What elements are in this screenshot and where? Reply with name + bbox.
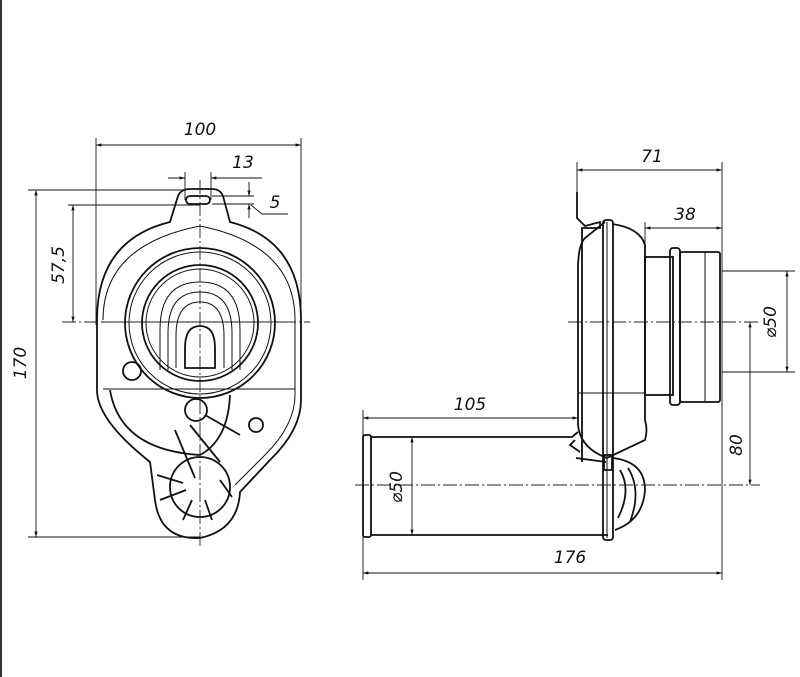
dim-inlet-length-label: 105: [454, 395, 486, 415]
front-view: 100 13 5 170 57,5: [11, 120, 310, 548]
seal-ring: [602, 219, 614, 541]
trap-body-outline: [96, 188, 302, 539]
frame-edge: [0, 0, 2, 677]
dim-width-label: 100: [184, 120, 216, 140]
mounting-slot: [185, 195, 211, 205]
inlet-pipe: [371, 431, 608, 536]
outlet-body: [644, 256, 674, 396]
dim-inlet-diameter-label: ⌀50: [387, 471, 407, 503]
dim-center-offset-label: 57,5: [49, 246, 69, 284]
dim-height-label: 170: [11, 347, 31, 379]
dim-outlet-diameter-label: ⌀50: [761, 306, 781, 338]
wall-flange: [576, 192, 601, 462]
grate-bars-icon: [156, 414, 241, 521]
dim-total-length-label: 176: [554, 548, 587, 568]
dim-slot-height-label: 5: [270, 193, 281, 213]
grate-icon: [603, 454, 646, 531]
dim-slot-width-label: 13: [232, 153, 254, 173]
dim-depth-label: 71: [641, 147, 663, 167]
outlet-pipe: [679, 251, 721, 403]
side-view: 71 38 ⌀50 80 105 ⌀50 176: [355, 147, 795, 580]
dim-outlet-length-label: 38: [674, 205, 696, 225]
dim-center-distance-label: 80: [727, 434, 747, 456]
